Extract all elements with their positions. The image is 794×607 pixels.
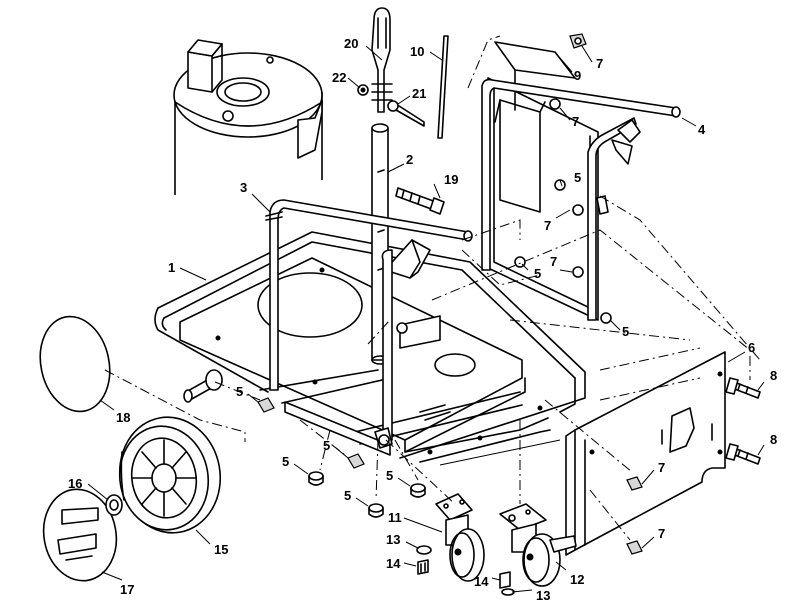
bolts-8 <box>725 377 761 465</box>
callout-14b: 14 <box>474 574 489 589</box>
callout-7b: 7 <box>572 114 579 129</box>
callout-7a: 7 <box>596 56 603 71</box>
callout-8a: 8 <box>770 368 777 383</box>
callout-1: 1 <box>168 260 175 275</box>
caster-11 <box>416 493 485 582</box>
wheel-15 <box>118 416 222 534</box>
callout-17: 17 <box>120 582 134 597</box>
callout-5d: 5 <box>386 468 393 483</box>
axle-pin <box>183 369 223 403</box>
base-frame <box>154 231 586 466</box>
callout-13a: 13 <box>386 532 400 547</box>
callout-5f: 5 <box>574 170 581 185</box>
callout-10: 10 <box>410 44 424 59</box>
leader-lines <box>87 45 765 593</box>
callout-7c: 7 <box>544 218 551 233</box>
handle-3 <box>265 199 473 391</box>
callout-19: 19 <box>444 172 458 187</box>
callout-5a: 5 <box>236 384 243 399</box>
callout-15: 15 <box>214 542 228 557</box>
callout-21: 21 <box>412 86 426 101</box>
callout-9: 9 <box>574 68 581 83</box>
callout-2: 2 <box>406 152 413 167</box>
callout-5h: 5 <box>622 324 629 339</box>
callout-7e: 7 <box>658 460 665 475</box>
callout-5b: 5 <box>323 438 330 453</box>
callout-12: 12 <box>570 572 584 587</box>
callout-6: 6 <box>748 340 755 355</box>
tank <box>173 39 323 195</box>
callout-7f: 7 <box>658 526 665 541</box>
gasket-18 <box>39 315 111 413</box>
callout-8b: 8 <box>770 432 777 447</box>
callout-20: 20 <box>344 36 358 51</box>
callout-11: 11 <box>388 510 402 525</box>
t-handle-pin <box>357 7 425 127</box>
callout-14a: 14 <box>386 556 401 571</box>
back-panel <box>487 41 612 324</box>
rod <box>437 35 449 139</box>
callout-5g: 5 <box>534 266 541 281</box>
front-handle <box>374 249 408 449</box>
callout-13b: 13 <box>536 588 550 603</box>
callout-7d: 7 <box>550 254 557 269</box>
nuts <box>257 33 643 555</box>
callout-5c: 5 <box>282 454 289 469</box>
bolt-19 <box>395 187 445 215</box>
callout-22: 22 <box>332 70 346 85</box>
front-panel-6 <box>565 351 726 556</box>
callout-16: 16 <box>68 476 82 491</box>
top-handle-4 <box>481 78 681 321</box>
callout-4: 4 <box>698 122 706 137</box>
callout-18: 18 <box>116 410 130 425</box>
hubcap-17 <box>42 488 123 582</box>
callout-5e: 5 <box>344 488 351 503</box>
caster-12 <box>499 503 577 596</box>
callout-3: 3 <box>240 180 247 195</box>
callout-labels: 1 2 3 4 5 5 5 5 5 5 5 5 6 7 7 7 7 7 7 8 … <box>68 36 777 603</box>
